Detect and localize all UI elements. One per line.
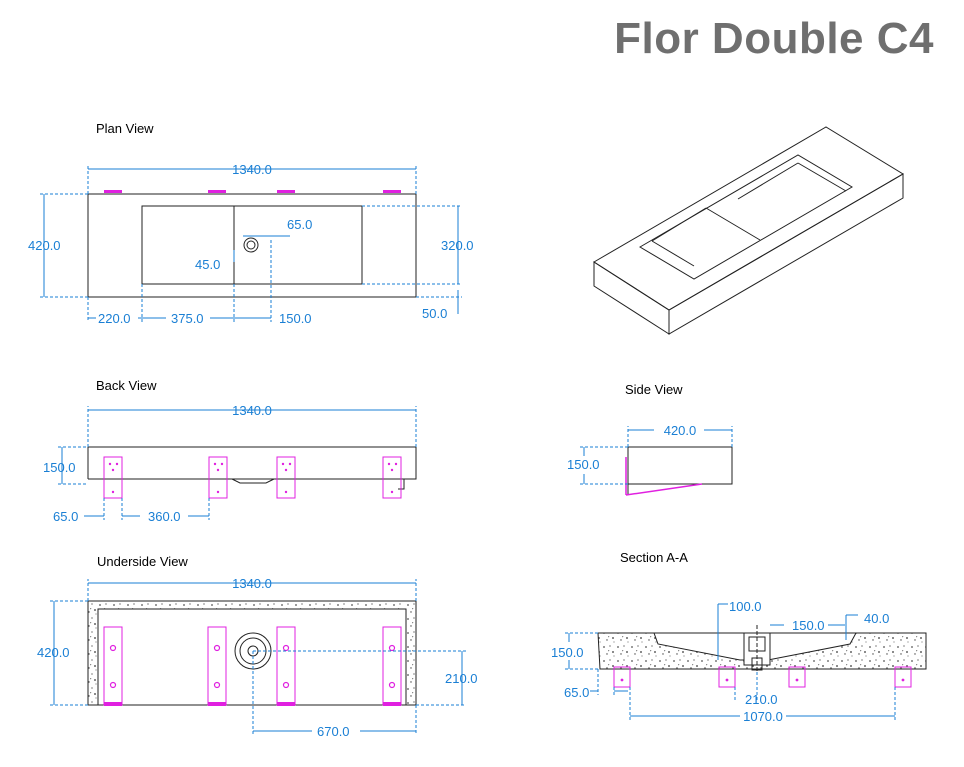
plan-drain-outer	[243, 237, 259, 253]
dim-plan-left: 220.0	[98, 311, 131, 326]
dim-plan-width: 1340.0	[232, 162, 272, 177]
plan-dimensions	[40, 165, 462, 322]
dim-plan-hole-width: 65.0	[287, 217, 312, 232]
side-dimensions	[580, 426, 733, 485]
underside-dimensions	[50, 579, 466, 735]
plan-drain-inner	[246, 240, 256, 250]
dim-plan-depth: 420.0	[28, 238, 61, 253]
iso-top-face	[593, 126, 904, 311]
section-dimensions	[565, 603, 896, 720]
iso-front-right-face	[668, 173, 904, 335]
plan-wall-brackets	[104, 190, 401, 193]
dim-back-height: 150.0	[43, 460, 76, 475]
dim-back-bracket-gap: 360.0	[148, 509, 181, 524]
plan-outline	[87, 193, 417, 298]
section-view-label: Section A-A	[620, 550, 688, 565]
back-dimensions	[58, 406, 417, 520]
side-dim-labels: 420.0 150.0	[567, 423, 696, 472]
dim-back-bracket-offset: 65.0	[53, 509, 78, 524]
dim-back-width: 1340.0	[232, 403, 272, 418]
dim-under-drain-x: 670.0	[317, 724, 350, 739]
side-bracket	[625, 457, 703, 496]
back-brackets	[103, 456, 402, 499]
back-view-label: Back View	[96, 378, 157, 393]
side-view	[627, 446, 733, 495]
back-dim-labels: 1340.0 150.0 65.0 360.0	[43, 403, 272, 524]
isometric-view	[593, 126, 904, 335]
dim-sec-offset: 65.0	[564, 685, 589, 700]
dim-plan-gap: 150.0	[279, 311, 312, 326]
dim-sec-height: 150.0	[551, 645, 584, 660]
plan-basin-outline	[141, 205, 363, 285]
plan-dim-labels: 1340.0 420.0 320.0 65.0 45.0 220.0 375.0…	[28, 162, 474, 326]
dim-plan-hole-offset: 45.0	[195, 257, 220, 272]
dim-sec-drain: 100.0	[729, 599, 762, 614]
dim-side-height: 150.0	[567, 457, 600, 472]
drawing-title: Flor Double C4	[614, 14, 934, 63]
underside-view-label: Underside View	[97, 554, 188, 569]
dim-side-depth: 420.0	[664, 423, 697, 438]
section-dim-labels: 100.0 150.0 40.0 150.0 65.0 210.0 1070.0	[551, 599, 889, 724]
section-brackets	[613, 666, 912, 688]
back-drain-notch	[231, 478, 275, 484]
dim-sec-rim: 40.0	[864, 611, 889, 626]
iso-basin-rim	[639, 154, 853, 280]
dim-under-depth: 420.0	[37, 645, 70, 660]
iso-front-left-face	[593, 261, 670, 335]
dim-under-drain-y: 210.0	[445, 671, 478, 686]
side-view-label: Side View	[625, 382, 683, 397]
dim-under-width: 1340.0	[232, 576, 272, 591]
dim-sec-total: 1070.0	[743, 709, 783, 724]
dim-plan-front: 50.0	[422, 306, 447, 321]
dim-plan-basin-depth: 320.0	[441, 238, 474, 253]
underside-dim-labels: 1340.0 420.0 210.0 670.0	[37, 576, 478, 739]
plan-view	[87, 193, 417, 298]
iso-basin-divider	[705, 207, 761, 241]
underside-brackets	[103, 626, 402, 706]
side-outline	[627, 446, 733, 485]
underside-inner	[97, 608, 407, 706]
section-view	[597, 625, 927, 672]
underside-view	[87, 600, 417, 706]
plan-view-label: Plan View	[96, 121, 154, 136]
dim-plan-basin: 375.0	[171, 311, 204, 326]
back-view	[87, 446, 417, 490]
dim-sec-center: 210.0	[745, 692, 778, 707]
dim-sec-mid: 150.0	[792, 618, 825, 633]
